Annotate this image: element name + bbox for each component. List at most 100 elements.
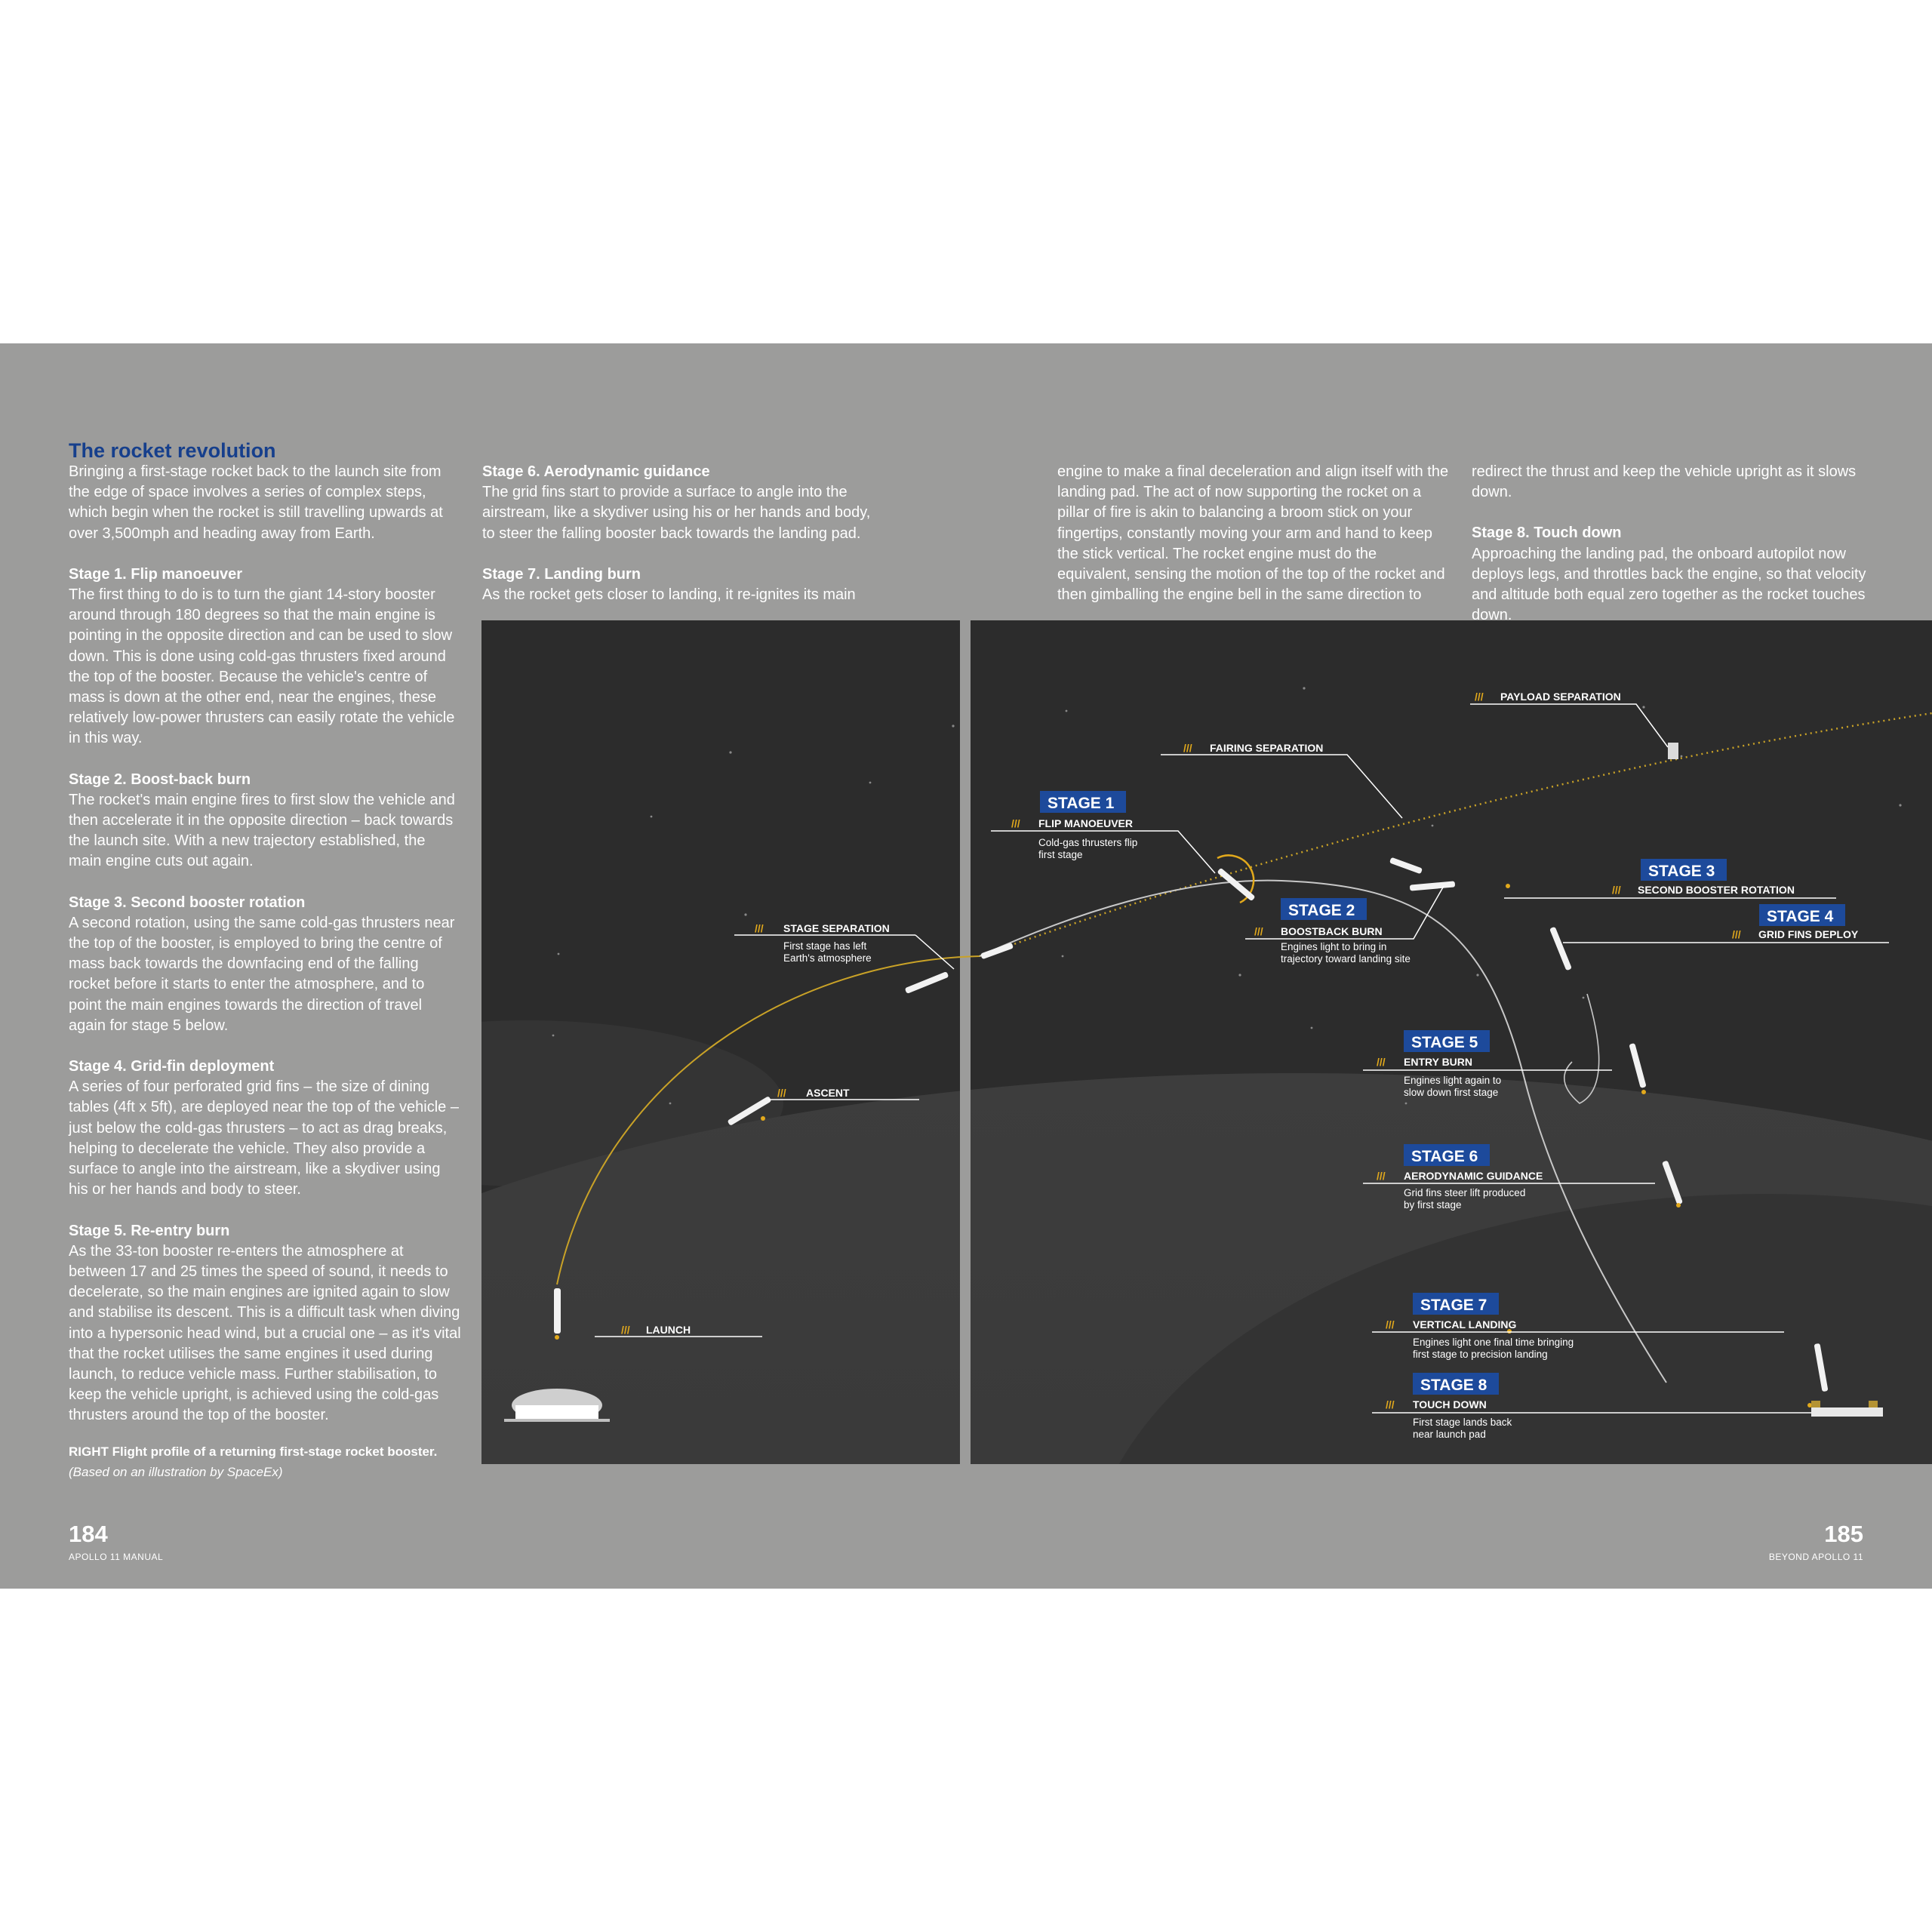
intro-paragraph: Bringing a first-stage rocket back to th… xyxy=(69,463,443,542)
left-page-label: APOLLO 11 MANUAL xyxy=(69,1552,164,1562)
stage4-tag: GRID FINS DEPLOY xyxy=(1758,928,1859,940)
launch-label: LAUNCH xyxy=(646,1324,691,1336)
stage8-desc-line2: near launch pad xyxy=(1413,1429,1486,1440)
flip-rocket-icon xyxy=(1217,868,1255,901)
orbit-trajectory xyxy=(979,712,1932,958)
stage2-desc-line2: trajectory toward landing site xyxy=(1281,953,1411,964)
ascent-hash: /// xyxy=(777,1087,786,1099)
guidance-rocket-icon xyxy=(1662,1161,1683,1204)
stars xyxy=(552,687,1902,1105)
stage4-badge-text: STAGE 4 xyxy=(1767,908,1834,925)
stage8-badge-text: STAGE 8 xyxy=(1420,1377,1487,1394)
stage-separation-label: STAGE SEPARATION xyxy=(783,922,890,934)
stage-separation-desc-line2: Earth's atmosphere xyxy=(783,952,872,964)
launch-pad-icon xyxy=(504,1389,610,1422)
stage7-paragraph: As the rocket gets closer to landing, it… xyxy=(482,586,856,604)
stage8-heading: Stage 8. Touch down xyxy=(1472,525,1622,542)
caption-direction: RIGHT xyxy=(69,1444,109,1459)
stage5-desc-line1: Engines light again to xyxy=(1404,1075,1501,1086)
stage5-hash: /// xyxy=(1377,1056,1386,1068)
fairing-separation-label: FAIRING SEPARATION xyxy=(1210,742,1323,754)
stage2-desc-line1: Engines light to bring in xyxy=(1281,941,1386,952)
stage7-desc-line1: Engines light one final time bringing xyxy=(1413,1337,1574,1348)
stage3-badge xyxy=(1641,859,1727,881)
stage4-heading: Stage 4. Grid-fin deployment xyxy=(69,1058,275,1075)
stage1-paragraph: The first thing to do is to turn the gia… xyxy=(69,586,455,747)
stage4-badge xyxy=(1759,904,1845,926)
stage-separation-hash: /// xyxy=(755,922,764,934)
stage6-tag: AERODYNAMIC GUIDANCE xyxy=(1404,1170,1543,1182)
stage7-desc-line2: first stage to precision landing xyxy=(1413,1349,1548,1360)
stage2-heading: Stage 2. Boost-back burn xyxy=(69,771,251,788)
launch-hash: /// xyxy=(621,1324,630,1336)
stage1-desc-line2: first stage xyxy=(1038,849,1083,860)
landing-continuation-paragraph: engine to make a final deceleration and … xyxy=(1057,463,1449,604)
stage1-desc-line1: Cold-gas thrusters flip xyxy=(1038,837,1137,848)
stage6-badge xyxy=(1404,1144,1490,1166)
stage5-paragraph: As the 33-ton booster re-enters the atmo… xyxy=(69,1242,461,1424)
stage8-hash: /// xyxy=(1386,1398,1395,1411)
flight-profile-diagram: /// LAUNCH /// ASCENT /// STAGE SEPARATI… xyxy=(481,620,1932,1464)
diagram-labels: /// LAUNCH /// ASCENT /// STAGE SEPARATI… xyxy=(621,691,1859,1440)
right-page-label: BEYOND APOLLO 11 xyxy=(1768,1552,1863,1562)
payload-separation-label: PAYLOAD SEPARATION xyxy=(1500,691,1621,703)
stage3-hash: /// xyxy=(1612,884,1621,896)
stage5-badge-text: STAGE 5 xyxy=(1411,1034,1478,1051)
stage6-desc-line1: Grid fins steer lift produced xyxy=(1404,1187,1525,1198)
payload-separation-hash: /// xyxy=(1475,691,1484,703)
stage1-tag: FLIP MANOEUVER xyxy=(1038,817,1133,829)
entry-burn-rocket-icon xyxy=(1629,1043,1646,1088)
stage8-desc-line1: First stage lands back xyxy=(1413,1417,1512,1428)
stage7-heading: Stage 7. Landing burn xyxy=(482,565,641,583)
stage4-paragraph: A series of four perforated grid fins – … xyxy=(69,1078,459,1198)
text-column-2: Stage 6. Aerodynamic guidance The grid f… xyxy=(482,462,875,626)
stage2-paragraph: The rocket's main engine fires to first … xyxy=(69,791,455,870)
figure-caption: RIGHT Flight profile of a returning firs… xyxy=(69,1441,461,1482)
stage8-tag: TOUCH DOWN xyxy=(1413,1398,1487,1411)
landing-rocket-icon xyxy=(1814,1343,1829,1392)
stage7-tag: VERTICAL LANDING xyxy=(1413,1318,1517,1331)
stage6-paragraph: The grid fins start to provide a surface… xyxy=(482,484,871,542)
text-column-1: The rocket revolution Bringing a first-s… xyxy=(69,438,461,1482)
stage2-badge xyxy=(1281,898,1367,920)
ascent-rocket-2-icon xyxy=(905,971,949,994)
stage5-heading: Stage 5. Re-entry burn xyxy=(69,1222,230,1239)
stage2-tag: BOOSTBACK BURN xyxy=(1281,925,1383,937)
second-stage-rocket-icon xyxy=(1389,857,1423,874)
caption-text: Flight profile of a returning first-stag… xyxy=(112,1444,438,1459)
stage3-paragraph: A second rotation, using the same cold-g… xyxy=(69,914,455,1034)
stage8-badge xyxy=(1413,1373,1499,1395)
stage6-hash: /// xyxy=(1377,1170,1386,1182)
stage7-hash: /// xyxy=(1386,1318,1395,1331)
boostback-rocket-icon xyxy=(1410,881,1455,891)
rotation-rocket-icon xyxy=(1549,927,1572,971)
stage5-tag: ENTRY BURN xyxy=(1404,1056,1472,1068)
stage7-badge-text: STAGE 7 xyxy=(1420,1297,1487,1314)
leader-lines xyxy=(595,703,1889,1414)
stage1-badge xyxy=(1040,791,1126,813)
stage6-badge-text: STAGE 6 xyxy=(1411,1148,1478,1165)
right-page-number: 185 xyxy=(1824,1521,1863,1547)
article-title: The rocket revolution xyxy=(69,439,276,462)
stage2-hash: /// xyxy=(1254,925,1263,937)
stage1-heading: Stage 1. Flip manoeuver xyxy=(69,565,243,583)
stage6-desc-line2: by first stage xyxy=(1404,1199,1462,1211)
ascent-trajectory xyxy=(556,955,980,1285)
stage1-badge-text: STAGE 1 xyxy=(1048,795,1115,812)
stage5-badge xyxy=(1404,1030,1490,1052)
satellite-icon xyxy=(1668,743,1678,759)
stage2-badge-text: STAGE 2 xyxy=(1288,902,1355,919)
stage1-hash: /// xyxy=(1011,817,1020,829)
thrust-continuation-paragraph: redirect the thrust and keep the vehicle… xyxy=(1472,463,1857,501)
ascent-rocket-icon xyxy=(728,1097,771,1125)
ascent-label: ASCENT xyxy=(806,1087,850,1099)
stage5-desc-line2: slow down first stage xyxy=(1404,1087,1498,1098)
stage3-badge-text: STAGE 3 xyxy=(1648,863,1715,880)
stage-separation-desc-line1: First stage has left xyxy=(783,940,867,952)
return-trajectory xyxy=(979,879,1667,1383)
stage6-heading: Stage 6. Aerodynamic guidance xyxy=(482,463,710,480)
stage-separation-rocket-icon xyxy=(980,943,1014,959)
stage8-paragraph: Approaching the landing pad, the onboard… xyxy=(1472,545,1866,624)
caption-credit: (Based on an illustration by SpaceEx) xyxy=(69,1464,283,1479)
text-column-4: redirect the thrust and keep the vehicle… xyxy=(1472,462,1883,646)
